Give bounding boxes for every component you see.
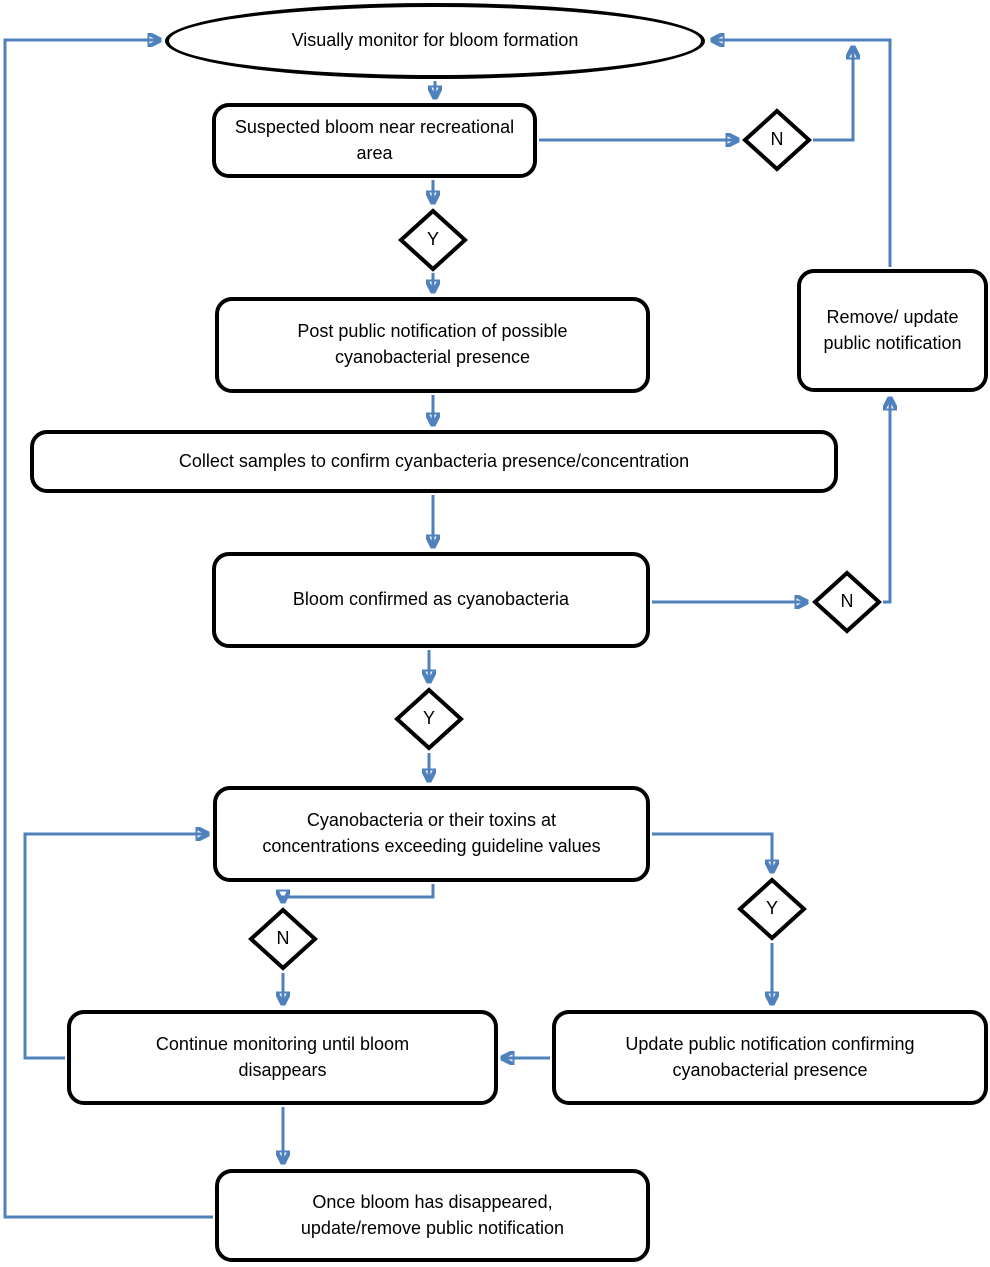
node-post-notification: Post public notification of possible cya… [215,297,650,393]
node-remove-notification-label: Remove/ update public notification [823,306,962,353]
diamond-icon [812,570,882,634]
node-suspected-bloom-label: Suspected bloom near recreational area [234,116,515,163]
decision-suspected-no-label: N [770,129,784,150]
node-collect-samples-label: Collect samples to confirm cyanbacteria … [178,450,690,471]
edge-n-to-remove [883,398,890,604]
node-continue-monitoring: Continue monitoring until bloom disappea… [67,1010,498,1105]
diamond-icon [737,877,807,941]
node-bloom-disappeared-label: Once bloom has disappeared, update/remov… [300,1191,565,1238]
node-remove-notification: Remove/ update public notification [797,269,988,392]
diamond-icon [394,687,464,751]
node-exceed-guideline: Cyanobacteria or their toxins at concent… [213,786,650,882]
node-bloom-confirmed: Bloom confirmed as cyanobacteria [212,552,650,648]
node-start-label: Visually monitor for bloom formation [291,30,579,51]
node-update-notification-label: Update public notification confirming cy… [625,1033,915,1080]
decision-suspected-no: N [742,108,812,172]
diamond-icon [248,907,318,971]
node-exceed-guideline-label: Cyanobacteria or their toxins at concent… [262,810,601,856]
edge-exceed-to-y [652,832,772,872]
decision-exceed-no-label: N [276,928,290,949]
decision-confirmed-yes: Y [394,687,464,751]
diamond-icon [398,208,468,272]
decision-confirmed-yes-label: Y [422,708,435,729]
node-post-notification-label: Post public notification of possible cya… [297,321,568,367]
node-bloom-confirmed-label: Bloom confirmed as cyanobacteria [292,589,570,610]
node-update-notification: Update public notification confirming cy… [552,1010,988,1105]
decision-confirmed-no-label: N [840,591,854,612]
edge-n-to-top-loop [813,47,853,142]
decision-confirmed-no: N [812,570,882,634]
node-suspected-bloom: Suspected bloom near recreational area [212,103,537,178]
edge-exceed-to-n [283,884,435,902]
decision-exceed-no: N [248,907,318,971]
decision-exceed-yes: Y [737,877,807,941]
decision-exceed-yes-label: Y [765,898,778,919]
decision-suspected-yes: Y [398,208,468,272]
node-collect-samples: Collect samples to confirm cyanbacteria … [30,430,838,493]
decision-suspected-yes-label: Y [426,229,439,250]
node-bloom-disappeared: Once bloom has disappeared, update/remov… [215,1169,650,1262]
diamond-icon [742,108,812,172]
node-continue-monitoring-label: Continue monitoring until bloom disappea… [155,1033,410,1080]
node-start-terminator: Visually monitor for bloom formation [165,3,705,79]
